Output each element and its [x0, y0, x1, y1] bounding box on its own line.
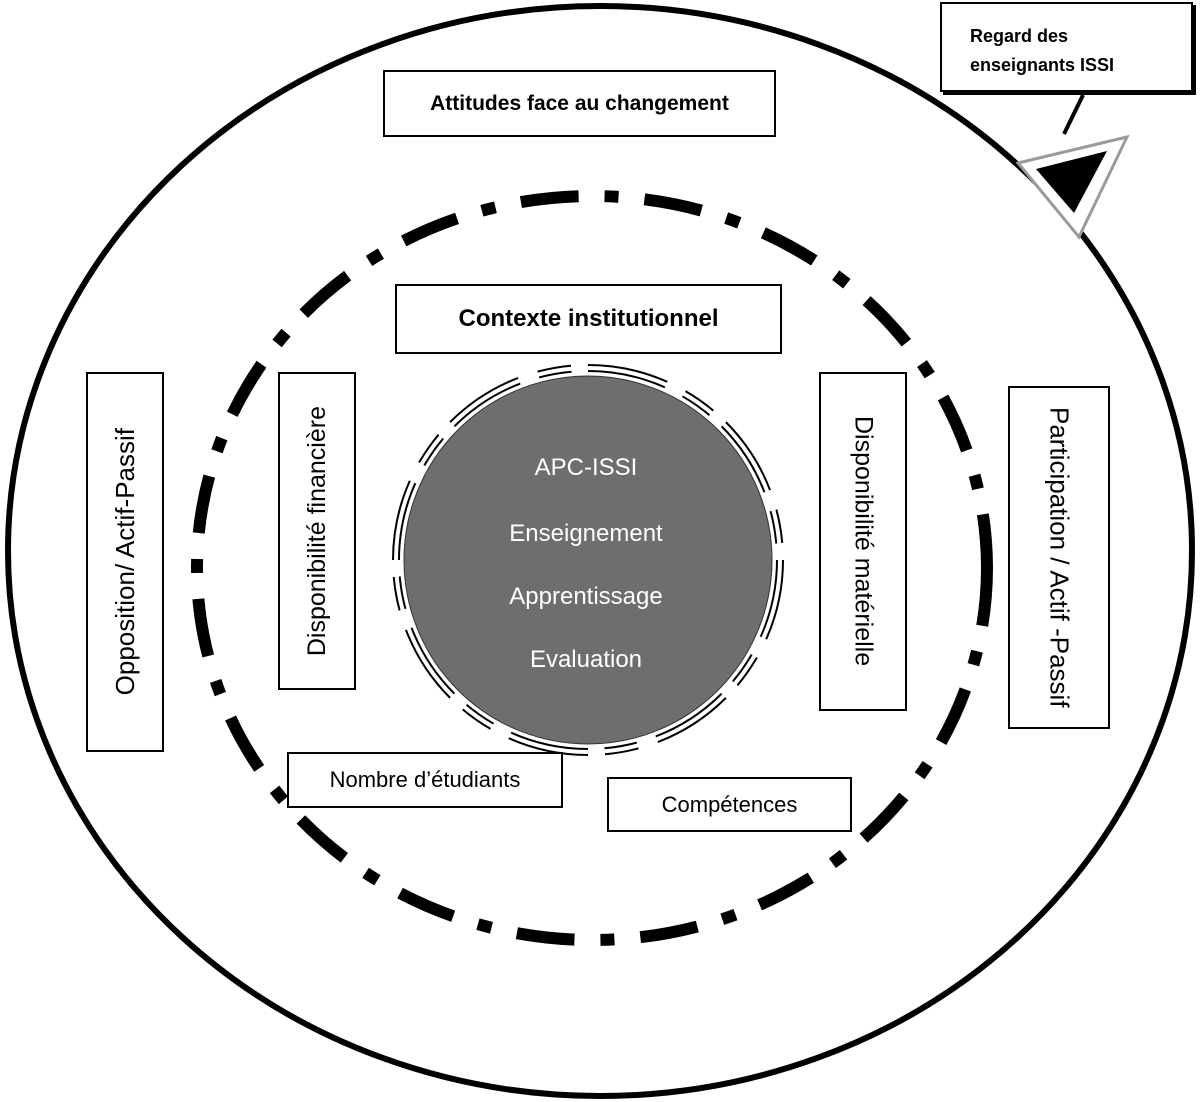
participation-box: Participation / Actif -Passif [1008, 386, 1110, 729]
callout-connector-line [1062, 94, 1085, 135]
institutional-context-ellipse [191, 190, 993, 946]
core-ring-outer [392, 364, 784, 756]
competences-box: Compétences [607, 777, 852, 832]
material-availability-label: Disponibilité matérielle [849, 416, 878, 667]
context-label: Contexte institutionnel [458, 305, 719, 332]
attitudes-label: Attitudes face au changement [430, 91, 729, 115]
participation-label: Participation / Actif -Passif [1044, 407, 1075, 708]
core-circle [403, 375, 773, 745]
core-ring-inner [398, 370, 778, 750]
opposition-label: Opposition/ Actif-Passif [109, 428, 140, 696]
student-count-label: Nombre d’étudiants [329, 767, 521, 792]
material-availability-box: Disponibilité matérielle [819, 372, 907, 711]
callout-line-1: Regard des [970, 26, 1069, 46]
competences-label: Compétences [661, 791, 798, 817]
student-count-box: Nombre d’étudiants [287, 752, 563, 808]
opposition-box: Opposition/ Actif-Passif [86, 372, 164, 752]
outer-ellipse [5, 3, 1195, 1099]
pointer-triangle [1036, 151, 1107, 213]
attitudes-label-box: Attitudes face au changement [383, 70, 776, 137]
core-item-apc-issi: APC-ISSI [535, 454, 638, 481]
core-item-apprentissage: Apprentissage [509, 583, 662, 610]
callout-box: Regard des enseignants ISSI [940, 2, 1193, 92]
core-item-enseignement: Enseignement [509, 520, 663, 547]
context-label-box: Contexte institutionnel [395, 284, 782, 354]
core-item-evaluation: Evaluation [530, 646, 642, 673]
callout-line-2: enseignants ISSI [970, 55, 1115, 75]
financial-availability-label: Disponibilité financière [302, 405, 331, 657]
financial-availability-box: Disponibilité financière [278, 372, 356, 690]
